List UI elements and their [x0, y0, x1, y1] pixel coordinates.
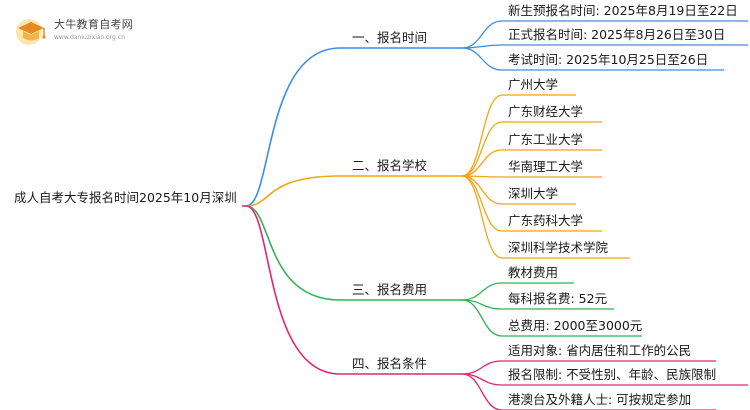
leaf-label: 适用对象: 省内居住和工作的公民 — [508, 343, 691, 358]
root-topic: 成人自考大专报名时间2025年10月深圳 — [14, 190, 237, 205]
leaf-label: 深圳科学技术学院 — [508, 240, 609, 255]
mindmap-links — [242, 20, 748, 410]
leaf-connector — [461, 121, 503, 177]
branch-label: 二、报名学校 — [352, 158, 428, 173]
leaf-label: 总费用: 2000至3000元 — [508, 318, 642, 333]
leaf-label: 教材费用 — [508, 265, 558, 280]
logo-url: www.daniuzixiao.org.cn — [54, 34, 125, 41]
leaf-connector — [461, 373, 503, 410]
branch-connector — [245, 205, 341, 375]
leaf-connector — [461, 175, 503, 205]
leaf-connector — [461, 20, 503, 49]
branch-connector — [245, 175, 341, 207]
leaf-connector — [461, 175, 503, 259]
leaf-label: 港澳台及外籍人士: 可按规定参加 — [508, 392, 691, 407]
leaf-connector — [461, 94, 503, 177]
branch-connector — [245, 205, 341, 301]
leaf-label: 广东药科大学 — [508, 213, 583, 228]
leaf-connector — [461, 149, 503, 177]
leaf-label: 新生预报名时间: 2025年8月19日至22日 — [508, 3, 738, 18]
branch-label: 四、报名条件 — [352, 356, 427, 371]
leaf-connector — [461, 282, 503, 301]
branch-label: 三、报名费用 — [352, 282, 427, 297]
leaf-label: 考试时间: 2025年10月25日至26日 — [508, 52, 708, 67]
leaf-connector — [461, 299, 503, 337]
graduation-cap-icon — [16, 19, 46, 45]
logo-title: 大牛教育自考网 — [54, 18, 134, 31]
leaf-label: 华南理工大学 — [508, 159, 583, 174]
leaf-label: 广州大学 — [508, 77, 558, 92]
branch-connector — [245, 47, 341, 207]
site-logo: 大牛教育自考网 www.daniuzixiao.org.cn — [14, 14, 134, 48]
leaf-label: 报名限制: 不受性别、年龄、民族限制 — [508, 367, 716, 382]
leaf-label: 深圳大学 — [508, 186, 558, 201]
branch-label: 一、报名时间 — [352, 30, 427, 45]
leaf-label: 正式报名时间: 2025年8月26日至30日 — [508, 27, 725, 42]
leaf-connector — [461, 360, 503, 375]
leaf-connector — [461, 47, 503, 71]
leaf-label: 每科报名费: 52元 — [508, 291, 607, 306]
mindmap-nodes: 成人自考大专报名时间2025年10月深圳 一、报名时间 新生预报名时间: 2025… — [14, 3, 738, 407]
leaf-label: 广东工业大学 — [508, 132, 583, 147]
leaf-label: 广东财经大学 — [508, 104, 583, 119]
